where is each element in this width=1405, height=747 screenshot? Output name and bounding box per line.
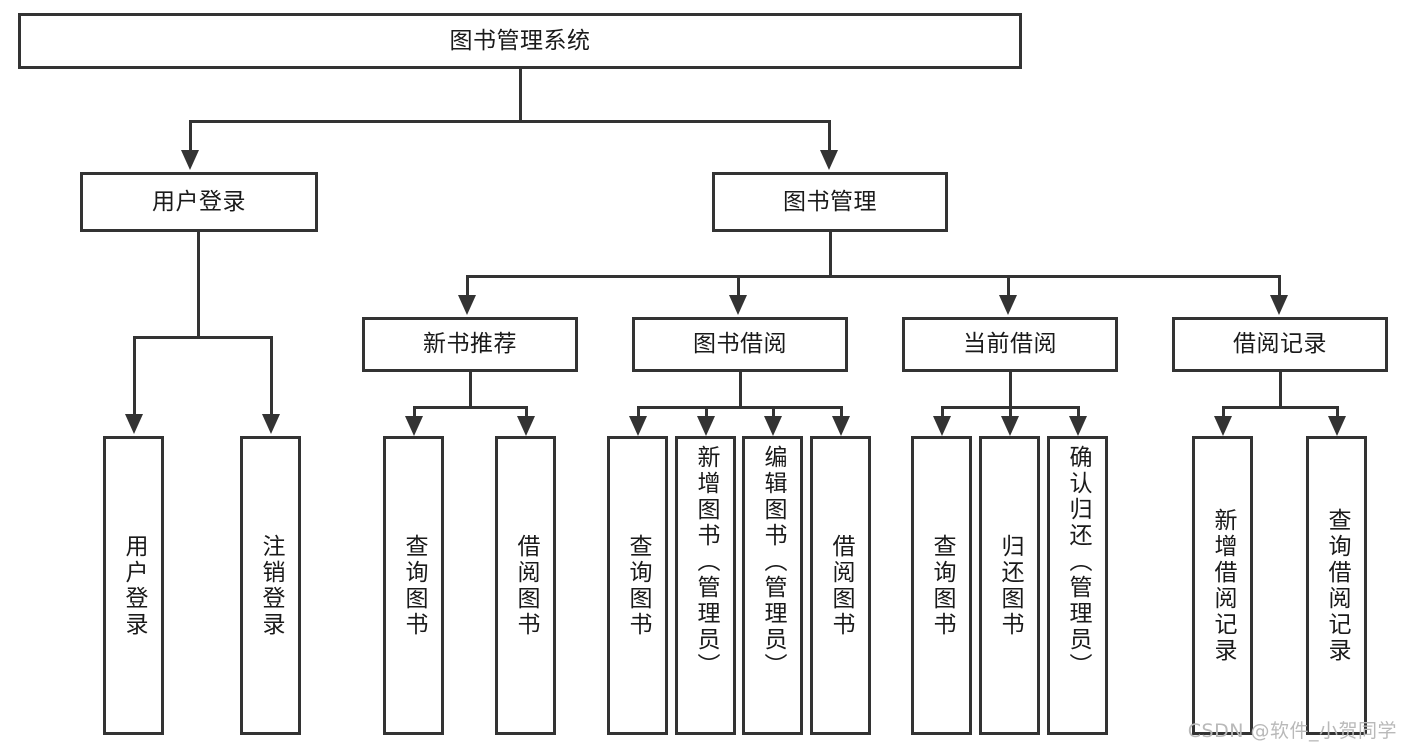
node-label: 借阅记录 [1233,331,1327,358]
connector-drop-bb-leaf1 [637,406,640,418]
leaf-label: 新增借阅记录 [1210,507,1236,664]
node-borrow-record[interactable]: 借阅记录 [1172,317,1388,372]
node-current-borrow[interactable]: 当前借阅 [902,317,1118,372]
arrowhead-nb-leaf2 [517,416,535,436]
connector-drop-leaf-user-login [133,336,136,416]
leaf-label: 查询图书 [625,533,651,638]
connector-drop-new-book [466,275,469,297]
connector-drop-cb-leaf1 [941,406,944,418]
leaf-borrow-book[interactable]: 借阅图书 [810,436,871,735]
connector-drop-bb-leaf3 [772,406,775,418]
node-label: 当前借阅 [963,331,1057,358]
leaf-label: 查询借阅记录 [1324,507,1350,664]
leaf-confirm-return-admin[interactable]: 确认归还（管理员） [1047,436,1108,735]
connector-drop-book-management [828,120,831,153]
arrowhead-bb-leaf4 [832,416,850,436]
leaf-add-borrow-record[interactable]: 新增借阅记录 [1192,436,1253,735]
leaf-add-book-admin[interactable]: 新增图书（管理员） [675,436,736,735]
watermark-text: CSDN @软件_小贺同学 [1187,720,1397,742]
connector-borrow-record-stem [1279,372,1282,408]
leaf-label: 确认归还（管理员） [1065,445,1091,679]
connector-book-borrow-stem [739,372,742,408]
connector-book-management-stem [829,232,832,278]
leaf-query-book-recommend[interactable]: 查询图书 [383,436,444,735]
connector-drop-book-borrow [737,275,740,297]
connector-drop-bb-leaf4 [840,406,843,418]
connector-level3-bus [466,275,1278,278]
arrowhead-current-borrow [999,295,1017,315]
node-book-management[interactable]: 图书管理 [712,172,948,232]
leaf-return-book[interactable]: 归还图书 [979,436,1040,735]
connector-drop-bb-leaf2 [705,406,708,418]
arrowhead-user-login [181,150,199,170]
arrowhead-leaf-logout [262,414,280,434]
leaf-label: 借阅图书 [828,533,854,638]
connector-drop-user-login [189,120,192,153]
node-new-book-recommend[interactable]: 新书推荐 [362,317,578,372]
connector-drop-cb-leaf2 [1009,406,1012,418]
node-label: 图书管理 [783,188,877,215]
connector-drop-nb-leaf1 [413,406,416,418]
arrowhead-bb-leaf1 [629,416,647,436]
connector-drop-cb-leaf3 [1077,406,1080,418]
node-label: 新书推荐 [423,331,517,358]
connector-drop-current-borrow [1007,275,1010,297]
leaf-label: 新增图书（管理员） [693,445,719,679]
connector-drop-leaf-logout [270,336,273,416]
leaf-query-book-current[interactable]: 查询图书 [911,436,972,735]
leaf-logout[interactable]: 注销登录 [240,436,301,735]
leaf-label: 注销登录 [258,533,284,638]
connector-drop-nb-leaf2 [525,406,528,418]
leaf-query-borrow-record[interactable]: 查询借阅记录 [1306,436,1367,735]
arrowhead-book-borrow [729,295,747,315]
leaf-label: 用户登录 [121,533,147,638]
node-label: 用户登录 [152,188,246,215]
leaf-borrow-book-recommend[interactable]: 借阅图书 [495,436,556,735]
arrowhead-cb-leaf1 [933,416,951,436]
connector-drop-br-leaf2 [1336,406,1339,418]
arrowhead-br-leaf1 [1214,416,1232,436]
arrowhead-cb-leaf2 [1001,416,1019,436]
arrowhead-cb-leaf3 [1069,416,1087,436]
connector-borrow-record-bus [1222,406,1339,409]
connector-drop-borrow-record [1278,275,1281,297]
leaf-user-login[interactable]: 用户登录 [103,436,164,735]
connector-book-borrow-bus [637,406,843,409]
leaf-label: 借阅图书 [513,533,539,638]
arrowhead-bb-leaf2 [697,416,715,436]
node-label: 图书借阅 [693,331,787,358]
arrowhead-borrow-record [1270,295,1288,315]
connector-drop-br-leaf1 [1222,406,1225,418]
arrowhead-bb-leaf3 [764,416,782,436]
connector-root-stem [519,69,522,122]
arrowhead-nb-leaf1 [405,416,423,436]
arrowhead-br-leaf2 [1328,416,1346,436]
connector-current-borrow-stem [1009,372,1012,408]
arrowhead-new-book-recommend [458,295,476,315]
node-root-book-management-system[interactable]: 图书管理系统 [18,13,1022,69]
node-user-login[interactable]: 用户登录 [80,172,318,232]
connector-user-login-stem [197,232,200,338]
leaf-label: 查询图书 [401,533,427,638]
connector-new-book-stem [469,372,472,408]
leaf-edit-book-admin[interactable]: 编辑图书（管理员） [742,436,803,735]
leaf-label: 编辑图书（管理员） [760,445,786,679]
connector-level2-bus [189,120,831,123]
leaf-label: 归还图书 [997,533,1023,638]
leaf-query-book-borrow[interactable]: 查询图书 [607,436,668,735]
node-book-borrow[interactable]: 图书借阅 [632,317,848,372]
leaf-label: 查询图书 [929,533,955,638]
connector-user-login-bus [133,336,273,339]
arrowhead-book-management [820,150,838,170]
connector-new-book-bus [413,406,528,409]
arrowhead-leaf-user-login [125,414,143,434]
node-label: 图书管理系统 [449,27,591,54]
